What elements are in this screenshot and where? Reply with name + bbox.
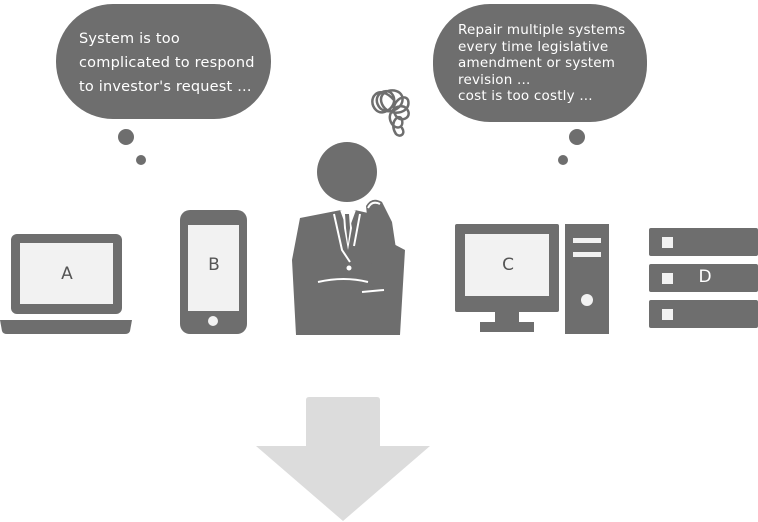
server-label: D: [698, 267, 712, 287]
laptop-icon: [0, 234, 132, 334]
smartphone-icon: [180, 210, 247, 334]
server-rack-icon: [649, 228, 758, 328]
bubble-right-line: Repair multiple systems: [458, 22, 626, 38]
speech-bubble-right: [433, 4, 647, 165]
smartphone-label: B: [208, 255, 220, 275]
desktop-label: C: [502, 255, 514, 275]
down-arrow-icon: [256, 397, 430, 521]
bubble-right-line: every time legislative: [458, 38, 609, 55]
bubble-right-line: amendment or system: [458, 55, 616, 71]
bubble-right-line: cost is too costly ...: [458, 88, 593, 104]
bubble-left-text: System is too complicated to respond to …: [79, 27, 255, 99]
laptop-label: A: [61, 264, 73, 284]
desktop-computer-icon: [455, 224, 609, 334]
bubble-left-line: complicated to respond: [79, 55, 255, 71]
bubble-right-text: Repair multiple systems every time legis…: [458, 22, 625, 105]
worried-person-icon: [292, 89, 410, 335]
worry-scribble-icon: [371, 89, 410, 137]
speech-bubble-left: [56, 4, 271, 165]
bubble-left-line: System is too: [79, 31, 180, 47]
bubble-right-line: revision ...: [458, 71, 531, 88]
bubble-left-line: to investor's request ...: [79, 79, 252, 95]
